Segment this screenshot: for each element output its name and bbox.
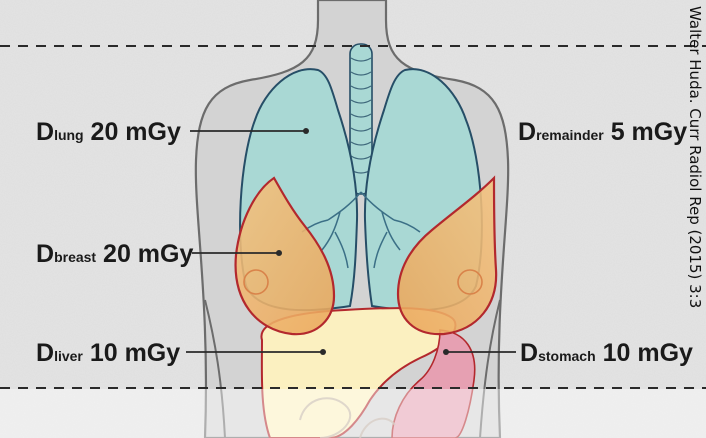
dot-stomach — [443, 349, 449, 355]
dot-lung — [303, 128, 309, 134]
citation-credit: Walter Huda. Curr Radiol Rep (2015) 3:3 — [686, 6, 704, 308]
dot-breast — [276, 250, 282, 256]
outside-scan-overlay — [0, 389, 706, 438]
dot-liver — [320, 349, 326, 355]
